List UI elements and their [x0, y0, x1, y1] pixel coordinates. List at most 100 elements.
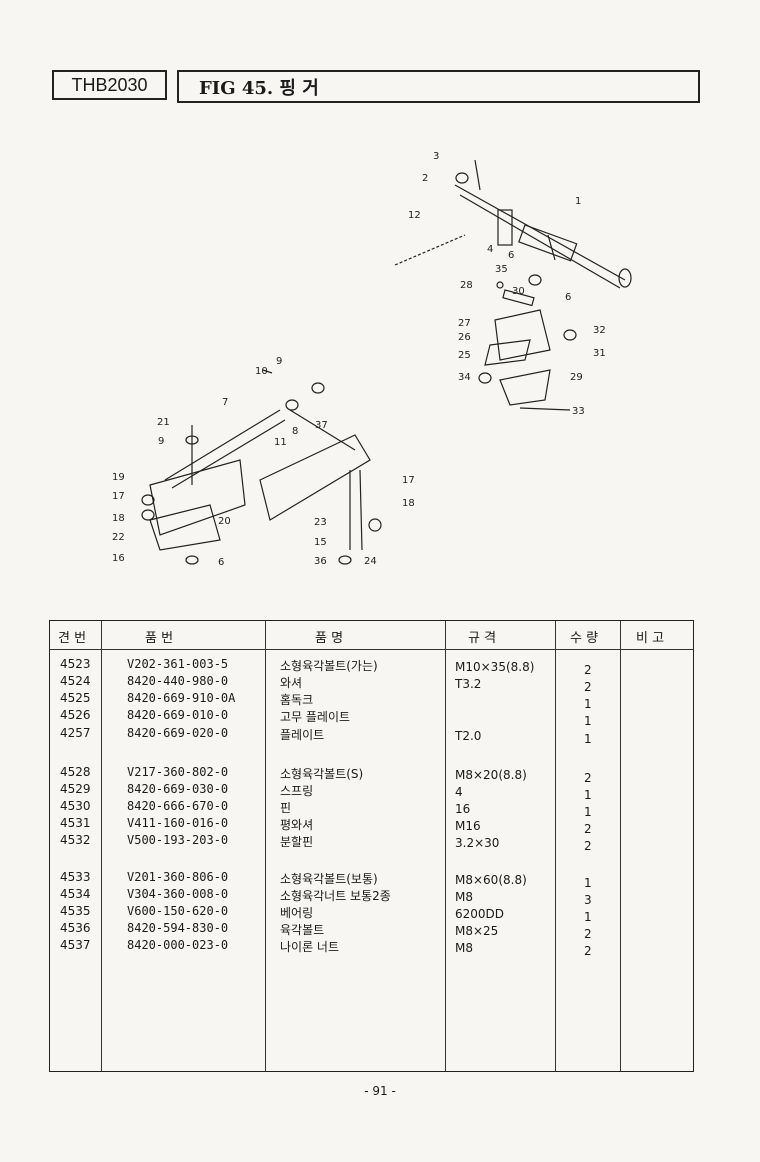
row-spec: M8	[455, 890, 473, 904]
row-part-no: V217-360-802-0	[127, 765, 229, 779]
callout-label: 28	[460, 280, 473, 291]
callout-label: 36	[314, 556, 327, 567]
row-spec: 4	[455, 785, 463, 799]
exploded-parts-diagram: 1 2 3 4 6 35 12 28 30 6 27 26 25 32 31 3…	[112, 151, 632, 568]
row-no: 4532	[60, 833, 91, 847]
row-part-name: 분할핀	[280, 835, 314, 849]
finger-bracket-lower	[499, 369, 551, 406]
callout-label: 11	[274, 437, 287, 448]
row-part-no: V600-150-620-0	[127, 904, 229, 918]
row-spec: T2.0	[455, 729, 482, 743]
main-shaft	[454, 184, 626, 281]
callout-label: 15	[314, 537, 327, 548]
row-qty: 1	[584, 714, 592, 728]
callout-label: 9	[158, 436, 164, 447]
row-part-no: V304-360-008-0	[127, 887, 229, 901]
callout-label: 1	[575, 196, 581, 207]
callout-label: 4	[487, 244, 493, 255]
row-no: 4257	[60, 726, 91, 740]
row-qty: 2	[584, 663, 592, 677]
row-part-no: V500-193-203-0	[127, 833, 229, 847]
row-part-no: 8420-000-023-0	[127, 938, 229, 952]
callout-label: 6	[565, 292, 571, 303]
callout-label: 27	[458, 318, 471, 329]
shaft-end-washer	[618, 268, 632, 288]
header-qty: 수 량	[570, 631, 599, 646]
page-number: - 91 -	[364, 1084, 396, 1098]
row-no: 4525	[60, 691, 91, 705]
header-part-no: 품 번	[145, 631, 174, 646]
callout-label: 18	[402, 498, 415, 509]
callout-label: 16	[112, 553, 125, 564]
row-part-name: 소형육각볼트(보통)	[280, 872, 378, 886]
row-part-name: 베어링	[280, 906, 314, 920]
row-spec: T3.2	[455, 677, 482, 691]
callout-label: 3	[433, 151, 439, 162]
row-part-no: V201-360-806-0	[127, 870, 229, 884]
row-qty: 2	[584, 927, 592, 941]
callout-label: 25	[458, 350, 471, 361]
callout-label: 20	[218, 516, 231, 527]
header-spec: 규 격	[468, 631, 497, 646]
shaft-bracket	[497, 209, 513, 246]
row-part-no: 8420-669-910-0A	[127, 691, 236, 705]
row-part-name: 나이론 너트	[280, 940, 340, 954]
callout-label: 37	[315, 420, 328, 431]
callout-label: 6	[508, 250, 514, 261]
row-spec: M8×20(8.8)	[455, 768, 527, 782]
row-no: 4537	[60, 938, 91, 952]
row-part-name: 고무 플레이트	[280, 710, 351, 724]
callout-label: 18	[112, 513, 125, 524]
row-qty: 2	[584, 944, 592, 958]
row-qty: 1	[584, 805, 592, 819]
callout-label: 21	[157, 417, 170, 428]
row-no: 4526	[60, 708, 91, 722]
row-no: 4530	[60, 799, 91, 813]
callout-label: 26	[458, 332, 471, 343]
row-qty: 1	[584, 732, 592, 746]
row-qty: 1	[584, 876, 592, 890]
callout-label: 17	[112, 491, 125, 502]
callout-label: 34	[458, 372, 471, 383]
finger-plate-right	[259, 434, 371, 521]
row-no: 4524	[60, 674, 91, 688]
model-label: THB2030	[52, 70, 167, 100]
row-qty: 1	[584, 697, 592, 711]
row-part-no: 8420-440-980-0	[127, 674, 229, 688]
row-no: 4528	[60, 765, 91, 779]
spring	[394, 234, 466, 266]
row-part-name: 스프링	[280, 784, 314, 798]
callout-label: 8	[292, 426, 298, 437]
callout-label: 6	[218, 557, 224, 568]
row-no: 4531	[60, 816, 91, 830]
callout-label: 33	[572, 406, 585, 417]
callout-label: 31	[593, 348, 606, 359]
finger-plate-left	[149, 459, 246, 536]
figure-title-text: FIG 45. 핑 거	[199, 77, 319, 99]
callout-label: 29	[570, 372, 583, 383]
pin	[502, 289, 535, 307]
callout-labels: 1 2 3 4 6 35 12 28 30 6 27 26 25 32 31 3…	[112, 151, 606, 568]
row-qty: 2	[584, 822, 592, 836]
row-qty: 2	[584, 771, 592, 785]
callout-label: 10	[255, 366, 268, 377]
row-spec: 3.2×30	[455, 836, 500, 850]
row-qty: 1	[584, 910, 592, 924]
callout-label: 23	[314, 517, 327, 528]
row-spec: M8×60(8.8)	[455, 873, 527, 887]
row-qty: 1	[584, 788, 592, 802]
row-spec: M8	[455, 941, 473, 955]
upper-washer	[455, 172, 469, 184]
row-spec: M8×25	[455, 924, 499, 938]
header-no: 견 번	[58, 631, 87, 646]
row-no: 4536	[60, 921, 91, 935]
